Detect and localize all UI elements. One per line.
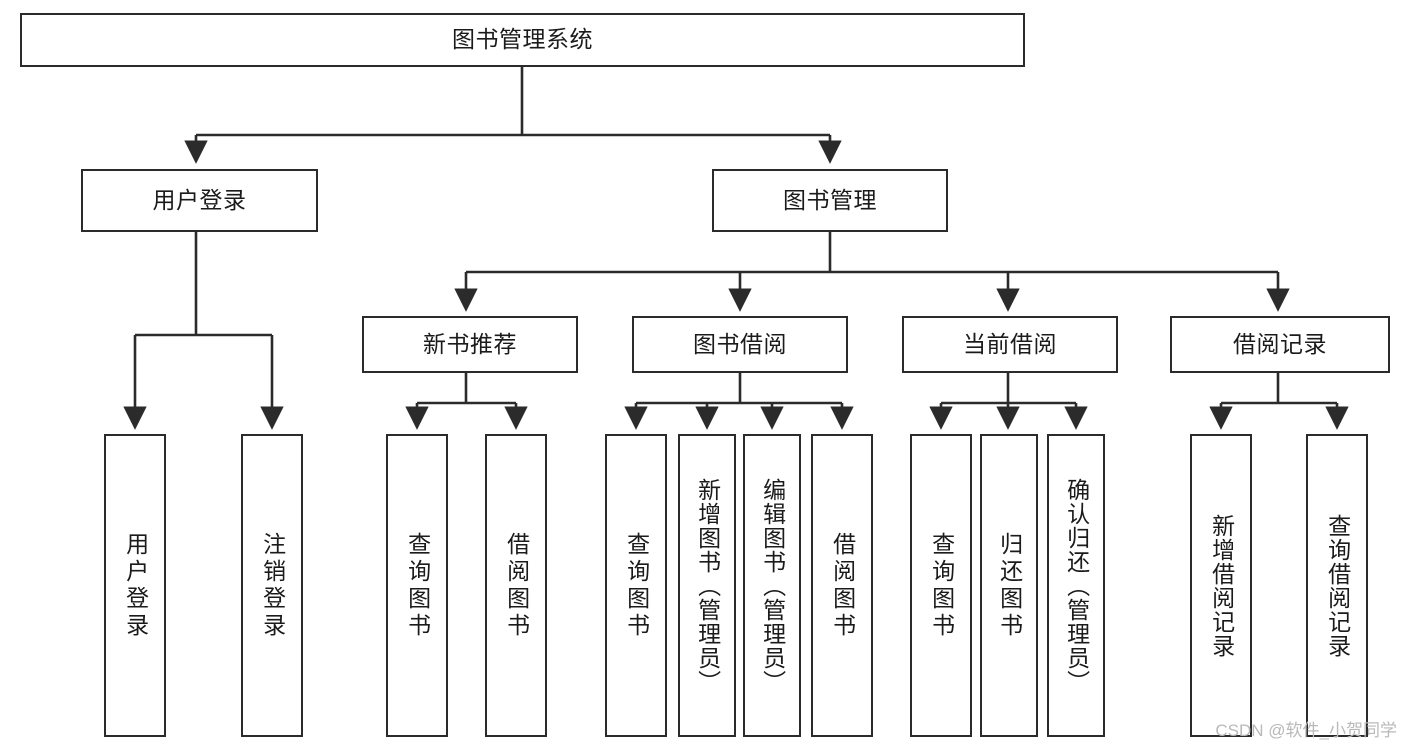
leaf-current-borrow-1-label: 查询图书 (928, 531, 955, 640)
node-new-book-rec[interactable]: 新书推荐 (362, 316, 578, 373)
node-user-login[interactable]: 用户登录 (81, 169, 318, 232)
leaf-current-borrow-2[interactable]: 归还图书 (980, 434, 1038, 737)
leaf-book-borrow-3-label: 编辑图书（管理员） (759, 477, 786, 694)
leaf-user-login-1-label: 用户登录 (122, 531, 149, 640)
leaf-borrow-record-1-label: 新增借阅记录 (1208, 513, 1235, 658)
leaf-user-login-1[interactable]: 用户登录 (104, 434, 166, 737)
node-new-book-rec-label: 新书推荐 (423, 330, 517, 357)
node-root[interactable]: 图书管理系统 (20, 13, 1025, 67)
leaf-new-book-rec-2-label: 借阅图书 (503, 531, 530, 640)
leaf-user-login-2-label: 注销登录 (259, 531, 286, 640)
leaf-borrow-record-2[interactable]: 查询借阅记录 (1306, 434, 1368, 737)
node-borrow-record-label: 借阅记录 (1233, 330, 1327, 357)
node-root-label: 图书管理系统 (452, 26, 593, 53)
leaf-book-borrow-4[interactable]: 借阅图书 (811, 434, 873, 737)
node-book-manage-label: 图书管理 (783, 186, 877, 213)
leaf-current-borrow-1[interactable]: 查询图书 (910, 434, 972, 737)
leaf-book-borrow-1-label: 查询图书 (623, 531, 650, 640)
node-book-borrow-label: 图书借阅 (693, 330, 787, 357)
leaf-book-borrow-1[interactable]: 查询图书 (605, 434, 667, 737)
leaf-borrow-record-2-label: 查询借阅记录 (1324, 513, 1351, 658)
leaf-book-borrow-2[interactable]: 新增图书（管理员） (678, 434, 736, 737)
leaf-book-borrow-4-label: 借阅图书 (829, 531, 856, 640)
leaf-current-borrow-2-label: 归还图书 (996, 531, 1023, 640)
leaf-user-login-2[interactable]: 注销登录 (241, 434, 303, 737)
node-book-borrow[interactable]: 图书借阅 (632, 316, 848, 373)
node-current-borrow[interactable]: 当前借阅 (902, 316, 1118, 373)
leaf-current-borrow-3[interactable]: 确认归还（管理员） (1047, 434, 1105, 737)
leaf-current-borrow-3-label: 确认归还（管理员） (1063, 477, 1090, 694)
leaf-new-book-rec-1-label: 查询图书 (404, 531, 431, 640)
node-book-manage[interactable]: 图书管理 (712, 169, 948, 232)
leaf-book-borrow-2-label: 新增图书（管理员） (694, 477, 721, 694)
node-borrow-record[interactable]: 借阅记录 (1170, 316, 1390, 373)
node-user-login-label: 用户登录 (152, 186, 247, 213)
leaf-new-book-rec-1[interactable]: 查询图书 (386, 434, 448, 737)
leaf-book-borrow-3[interactable]: 编辑图书（管理员） (743, 434, 801, 737)
node-current-borrow-label: 当前借阅 (963, 330, 1057, 357)
leaf-new-book-rec-2[interactable]: 借阅图书 (485, 434, 547, 737)
leaf-borrow-record-1[interactable]: 新增借阅记录 (1190, 434, 1252, 737)
